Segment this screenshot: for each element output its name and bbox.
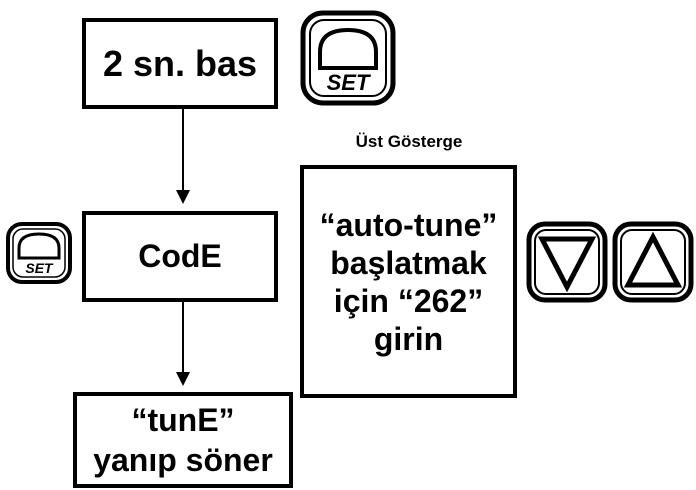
upper-display-caption: Üst Gösterge — [355, 132, 463, 151]
step-code-box: CodE — [82, 211, 278, 302]
down-arrow-key-icon — [526, 221, 608, 303]
step-press-2-seconds-label: 2 sn. bas — [102, 42, 258, 84]
step-tune-blinks-label: “tunE” yanıp söner — [93, 402, 273, 478]
step-code-label: CodE — [138, 238, 222, 274]
step-press-2-seconds-box: 2 sn. bas — [82, 18, 278, 109]
up-arrow-key-icon — [612, 221, 694, 303]
set-key-icon: SET — [6, 222, 72, 284]
upper-display-instruction-box: “auto-tune” başlatmak için “262” girin — [300, 165, 517, 398]
step-tune-blinks-box: “tunE” yanıp söner — [73, 392, 293, 488]
set-key-icon: SET — [300, 10, 396, 106]
set-key-label: SET — [327, 70, 371, 95]
upper-display-instruction-label: “auto-tune” başlatmak için “262” girin — [319, 206, 498, 357]
set-key-label: SET — [25, 260, 54, 276]
